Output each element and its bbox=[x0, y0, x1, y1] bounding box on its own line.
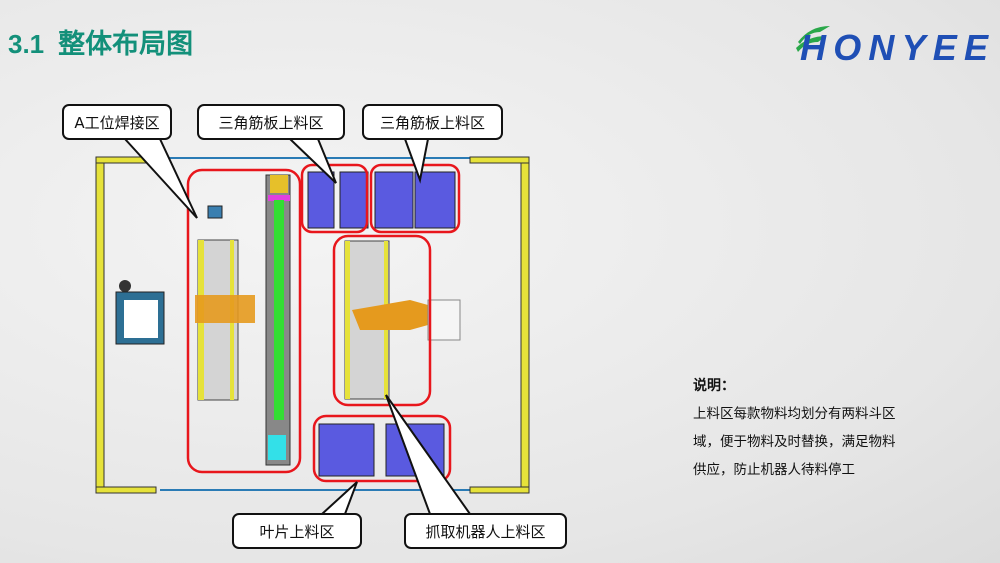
welding-station bbox=[195, 174, 291, 466]
callout-robot-loading: 抓取机器人上料区 bbox=[404, 513, 567, 549]
callout-a-station-welding: A工位焊接区 bbox=[62, 104, 172, 140]
note-heading: 说明： bbox=[693, 378, 735, 394]
callout-blade-loading: 叶片上料区 bbox=[232, 513, 362, 549]
note-line: 供应，防止机器人待料停工 bbox=[693, 462, 855, 478]
robot-station bbox=[344, 240, 461, 400]
note-line: 上料区每款物料均划分有两料斗区 bbox=[693, 406, 896, 422]
honyee-logo: HONYEE bbox=[796, 26, 989, 65]
page-title: 3.1 整体布局图 bbox=[8, 22, 193, 61]
callout-rib-loading-1: 三角筋板上料区 bbox=[197, 104, 345, 140]
title-text: 整体布局图 bbox=[58, 29, 194, 60]
callout-rib-loading-2: 三角筋板上料区 bbox=[362, 104, 503, 140]
note-line: 域，便于物料及时替换，满足物料 bbox=[693, 434, 896, 450]
section-number: 3.1 bbox=[8, 29, 45, 59]
description-note: 说明： 上料区每款物料均划分有两料斗区 域，便于物料及时替换，满足物料 供应，防… bbox=[693, 372, 923, 484]
control-cabinet bbox=[115, 280, 165, 345]
